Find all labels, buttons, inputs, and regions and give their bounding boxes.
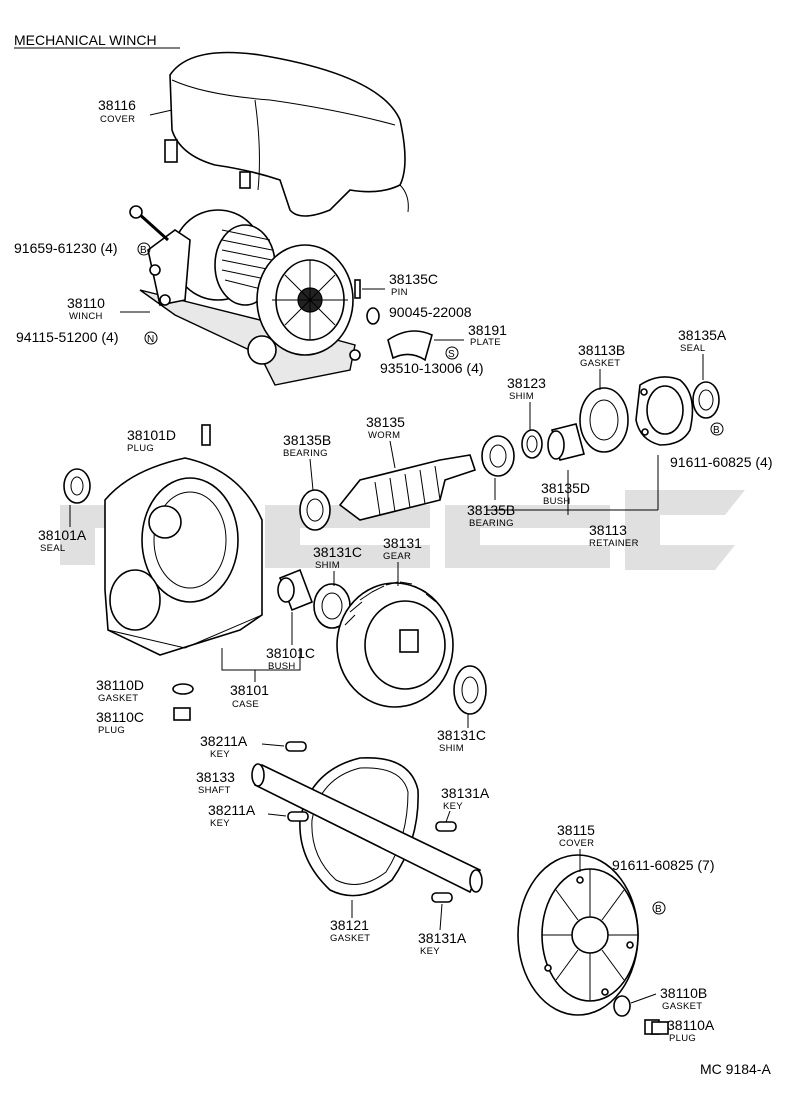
diagram-title: MECHANICAL WINCH	[14, 32, 157, 48]
part-number-91611-60825-4: 91611-60825 (4)	[670, 454, 772, 470]
part-name-bush-2: BUSH	[268, 661, 296, 672]
part-number-38101: 38101	[230, 682, 269, 698]
part-name-pin: PIN	[391, 287, 408, 298]
part-name-plate: PLATE	[470, 337, 501, 348]
part-name-cover-2: COVER	[559, 838, 594, 849]
part-number-38135B-right: 38135B	[467, 502, 515, 518]
winch-38110-drawing	[129, 205, 361, 386]
part-name-key-3: KEY	[443, 801, 463, 812]
part-name-shaft: SHAFT	[198, 785, 231, 796]
part-name-cover: COVER	[100, 114, 135, 125]
callout-labels: 38116 COVER 91659-61230 (4) B 38110 WINC…	[14, 97, 772, 1077]
part-number-38131A-lower: 38131A	[418, 930, 467, 946]
part-name-bearing-1: BEARING	[283, 448, 328, 459]
part-number-38123: 38123	[507, 375, 546, 391]
part-number-38101C: 38101C	[266, 645, 315, 661]
symbol-B-3: B	[655, 904, 662, 915]
part-name-shim-3: SHIM	[439, 743, 464, 754]
part-name-seal-2: SEAL	[40, 543, 66, 554]
part-number-91659-61230: 91659-61230 (4)	[14, 240, 118, 256]
part-number-38110D: 38110D	[96, 677, 144, 693]
shaft-cover-drawing	[251, 741, 669, 1035]
worm-row-drawing	[299, 376, 720, 531]
part-number-38131C-lower: 38131C	[437, 727, 486, 743]
part-number-38116: 38116	[98, 97, 136, 113]
part-name-plug-1: PLUG	[127, 443, 154, 454]
part-number-38113B: 38113B	[578, 342, 625, 358]
part-name-retainer: RETAINER	[589, 538, 639, 549]
reference-code: MC 9184-A	[700, 1061, 771, 1077]
part-name-worm: WORM	[368, 430, 400, 441]
part-name-seal-1: SEAL	[680, 343, 706, 354]
part-number-38135C: 38135C	[389, 271, 438, 287]
part-number-38211A-lower: 38211A	[208, 802, 256, 818]
part-number-38211A-upper: 38211A	[200, 733, 248, 749]
symbol-S: S	[448, 349, 455, 360]
part-number-91611-60825-7: 91611-60825 (7)	[612, 857, 714, 873]
part-name-shim-2: SHIM	[315, 560, 340, 571]
part-number-38115: 38115	[557, 822, 595, 838]
part-number-38110A: 38110A	[667, 1017, 715, 1033]
part-number-38110B: 38110B	[660, 985, 707, 1001]
part-name-gear: GEAR	[383, 551, 411, 562]
part-number-38101D: 38101D	[127, 427, 176, 443]
symbol-B-2: B	[713, 425, 720, 436]
part-name-gasket-3: GASKET	[330, 933, 370, 944]
part-name-key-1: KEY	[210, 749, 230, 760]
part-number-94115-51200: 94115-51200 (4)	[16, 329, 118, 345]
part-number-38191: 38191	[468, 322, 507, 338]
part-number-38131C-upper: 38131C	[313, 544, 362, 560]
part-name-plug-3: PLUG	[669, 1033, 696, 1044]
part-name-gasket-1: GASKET	[580, 358, 620, 369]
part-number-38131A-upper: 38131A	[441, 785, 490, 801]
part-name-key-4: KEY	[420, 946, 440, 957]
part-number-38121: 38121	[330, 917, 369, 933]
part-number-90045-22008: 90045-22008	[389, 304, 472, 320]
part-name-gasket-4: GASKET	[662, 1001, 702, 1012]
part-number-38110: 38110	[67, 295, 105, 311]
part-name-case: CASE	[232, 699, 259, 710]
symbol-N: N	[147, 334, 154, 345]
symbol-B-1: B	[140, 245, 147, 256]
part-name-bearing-2: BEARING	[469, 518, 514, 529]
part-number-38135: 38135	[366, 414, 405, 430]
part-number-38101A: 38101A	[38, 527, 87, 543]
part-number-38110C: 38110C	[96, 709, 144, 725]
part-name-gasket-2: GASKET	[98, 693, 138, 704]
part-number-38135D: 38135D	[541, 480, 590, 496]
cover-38116-drawing	[164, 51, 409, 217]
part-number-38113: 38113	[589, 522, 627, 538]
part-number-38135B-left: 38135B	[283, 432, 331, 448]
case-38101-drawing	[63, 424, 487, 721]
part-name-key-2: KEY	[210, 818, 230, 829]
part-number-38133: 38133	[196, 769, 235, 785]
part-name-winch: WINCH	[69, 311, 103, 322]
pin-plate-drawing	[354, 279, 433, 362]
part-name-plug-2: PLUG	[98, 725, 125, 736]
part-name-bush-1: BUSH	[543, 496, 571, 507]
part-number-38135A: 38135A	[678, 327, 727, 343]
part-number-93510-13006: 93510-13006 (4)	[380, 360, 484, 376]
part-number-38131: 38131	[383, 535, 422, 551]
part-name-shim-1: SHIM	[509, 391, 534, 402]
